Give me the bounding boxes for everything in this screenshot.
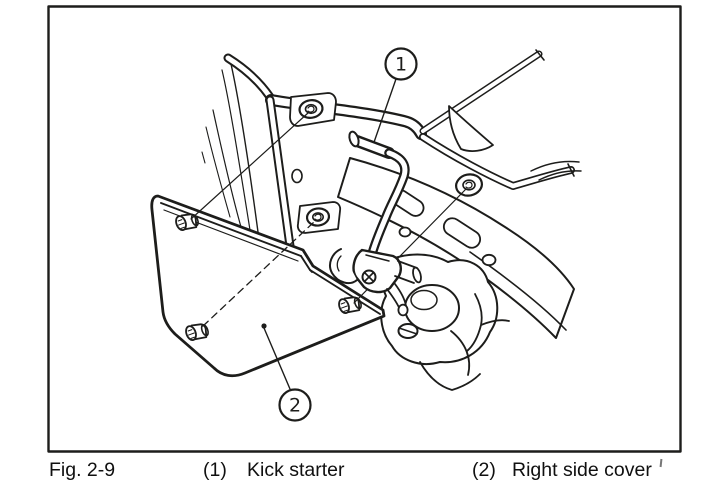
callout-2-leader bbox=[263, 327, 291, 390]
casting-mark bbox=[466, 293, 510, 352]
frame-grommet-right bbox=[454, 173, 484, 197]
spar-hole bbox=[398, 226, 412, 238]
frame-hole bbox=[291, 168, 303, 184]
pin-alignment-line-top bbox=[190, 112, 309, 220]
callout-ref-2: (2) bbox=[472, 459, 496, 481]
callout-2-anchor-dot bbox=[261, 323, 267, 329]
figure-label: Fig. 2-9 bbox=[49, 459, 116, 481]
frame-grommet-middle bbox=[296, 201, 342, 234]
callout-label-2: Right side cover bbox=[512, 459, 652, 481]
callout-1-circle bbox=[384, 47, 418, 81]
spar-slot bbox=[442, 217, 482, 249]
callout-1-leader bbox=[371, 78, 397, 149]
callout-1: 1 bbox=[384, 47, 418, 81]
alignment-lines bbox=[190, 78, 467, 390]
footpeg-boss bbox=[329, 248, 358, 285]
callout-1-number: 1 bbox=[395, 54, 407, 76]
kick-starter-lever bbox=[329, 130, 422, 317]
figure-caption: Fig. 2-9 (1) Kick starter (2) Right side… bbox=[0, 458, 708, 485]
frame-gusset bbox=[448, 105, 494, 152]
figure-border bbox=[47, 5, 682, 453]
frame-tube-bundle bbox=[201, 63, 259, 233]
kick-shaft bbox=[394, 260, 418, 284]
callout-2-circle bbox=[278, 388, 312, 422]
right-side-cover bbox=[150, 194, 386, 378]
frame-grommet-top bbox=[289, 92, 337, 127]
motorcycle-frame bbox=[201, 49, 582, 251]
cover-flange-line bbox=[160, 202, 302, 257]
callout-ref-1: (1) bbox=[203, 459, 227, 481]
cover-outline bbox=[150, 194, 386, 378]
callout-label-1: Kick starter bbox=[247, 459, 345, 481]
callout-2: 2 bbox=[278, 388, 312, 422]
callout-2-number: 2 bbox=[289, 395, 301, 417]
scan-artifact-mark bbox=[659, 458, 663, 468]
pin-alignment-line-dashed bbox=[202, 221, 315, 327]
spar-hole bbox=[481, 253, 497, 267]
